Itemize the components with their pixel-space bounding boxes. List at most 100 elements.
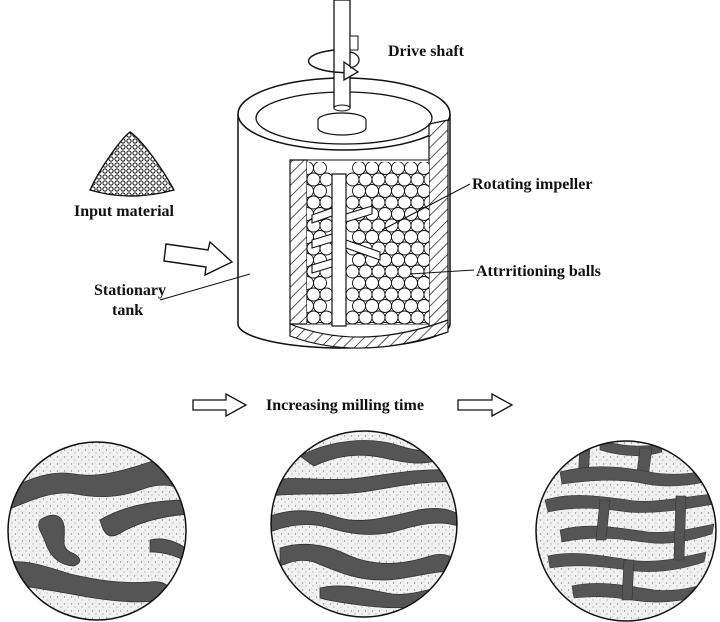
attritioning-ball — [345, 287, 360, 302]
stationary-tank-label-line2: tank — [112, 302, 143, 319]
attritioning-ball — [423, 241, 429, 256]
attritioning-ball — [397, 241, 412, 256]
attritioning-ball — [410, 218, 425, 233]
attritioning-ball — [423, 264, 429, 279]
attritioning-ball — [417, 276, 429, 290]
attritioning-ball — [313, 276, 327, 290]
attritioning-ball — [371, 264, 386, 279]
attritioning-ball — [423, 287, 429, 302]
attritioning-ball — [319, 195, 334, 210]
attritioning-ball — [358, 310, 373, 324]
attritioning-ball — [307, 172, 321, 187]
attritioning-ball — [410, 264, 425, 279]
attritioning-ball — [371, 195, 386, 210]
attritioning-ball — [358, 264, 373, 279]
microstructure-stage-1 — [7, 441, 187, 621]
attritioning-balls-label: Attrritioning balls — [476, 263, 601, 280]
attritioning-ball — [419, 322, 429, 324]
attritioning-ball — [307, 322, 312, 324]
attritioning-ball — [417, 184, 429, 198]
attritioning-ball — [345, 264, 360, 279]
attritioning-ball — [423, 218, 429, 233]
attritioning-ball — [417, 230, 429, 244]
attritioning-ball — [391, 184, 405, 198]
attritioning-ball — [365, 299, 379, 313]
attritioning-ball — [410, 172, 425, 187]
attritioning-ball — [371, 287, 386, 302]
drive-shaft — [317, 0, 367, 136]
attritioning-ball — [371, 172, 386, 187]
microstructure-stage-2 — [270, 430, 458, 618]
attritioning-ball — [352, 299, 366, 313]
tank-wall-right-section — [428, 119, 449, 329]
attritioning-ball — [384, 264, 399, 279]
attritor-mill — [237, 0, 451, 349]
attritioning-ball — [378, 162, 392, 175]
rotation-arrow-icon — [307, 49, 349, 74]
attritioning-ball — [404, 184, 418, 198]
input-material-pile — [89, 131, 176, 197]
attritioning-ball — [367, 322, 377, 324]
attritioning-ball — [391, 162, 405, 175]
attritioning-ball — [417, 253, 429, 267]
microstructure-stage-3 — [535, 440, 717, 622]
tank-bottom-section — [289, 319, 449, 349]
leader-line-attritioning-balls — [409, 269, 475, 275]
attritioning-ball — [384, 241, 399, 256]
attritioning-ball — [365, 162, 379, 175]
attritioning-ball — [380, 322, 390, 324]
attritioning-ball — [397, 287, 412, 302]
attritioning-ball — [352, 184, 366, 198]
attritioning-ball — [319, 172, 334, 187]
rotating-impeller — [311, 173, 381, 327]
attritioning-ball — [410, 241, 425, 256]
attritioning-ball — [345, 310, 360, 324]
attritioning-ball — [371, 310, 386, 324]
attritioning-ball — [404, 299, 418, 313]
attritioning-ball — [345, 195, 360, 210]
attritioning-ball — [417, 207, 429, 221]
attritioning-ball — [404, 162, 418, 175]
attritioning-ball — [345, 172, 360, 187]
attritioning-ball — [410, 310, 425, 324]
attritioning-ball — [423, 310, 429, 324]
attritioning-ball — [378, 207, 392, 221]
attritioning-ball — [384, 287, 399, 302]
attritioning-ball — [423, 172, 429, 187]
attritioning-ball — [352, 276, 366, 290]
attritioning-ball — [397, 172, 412, 187]
attritioning-ball — [378, 184, 392, 198]
attritioning-ball — [391, 276, 405, 290]
attritioning-ball — [358, 172, 373, 187]
attritioning-ball — [391, 299, 405, 313]
attritioning-ball — [352, 253, 366, 267]
attritioning-ball — [365, 230, 379, 244]
attritioning-ball — [313, 162, 327, 175]
attritioning-ball — [384, 172, 399, 187]
attritioning-ball — [391, 207, 405, 221]
attritioning-ball — [352, 162, 366, 175]
attritioning-ball — [404, 253, 418, 267]
attritioning-ball — [391, 230, 405, 244]
increasing-milling-time-label: Increasing milling time — [266, 397, 424, 414]
attritioning-ball — [354, 322, 364, 324]
attritioning-ball — [313, 184, 327, 198]
drive-shaft-label: Drive shaft — [388, 43, 465, 60]
attritioning-ball — [410, 287, 425, 302]
attritioning-ball — [371, 218, 386, 233]
attritioning-ball — [365, 276, 379, 290]
attritioning-ball — [393, 322, 403, 324]
attritioning-ball — [404, 230, 418, 244]
attritioning-ball — [397, 195, 412, 210]
attritioning-ball — [378, 299, 392, 313]
attritioning-ball — [365, 184, 379, 198]
attritioning-ball — [319, 287, 334, 302]
attritioning-ball — [384, 195, 399, 210]
attritioning-ball — [307, 310, 321, 324]
attritioning-ball — [319, 310, 334, 324]
attritioning-ball — [397, 310, 412, 324]
attritioning-ball — [404, 276, 418, 290]
attritioning-ball — [378, 276, 392, 290]
attritioning-ball — [406, 322, 416, 324]
tank-wall-left-section — [289, 159, 308, 325]
